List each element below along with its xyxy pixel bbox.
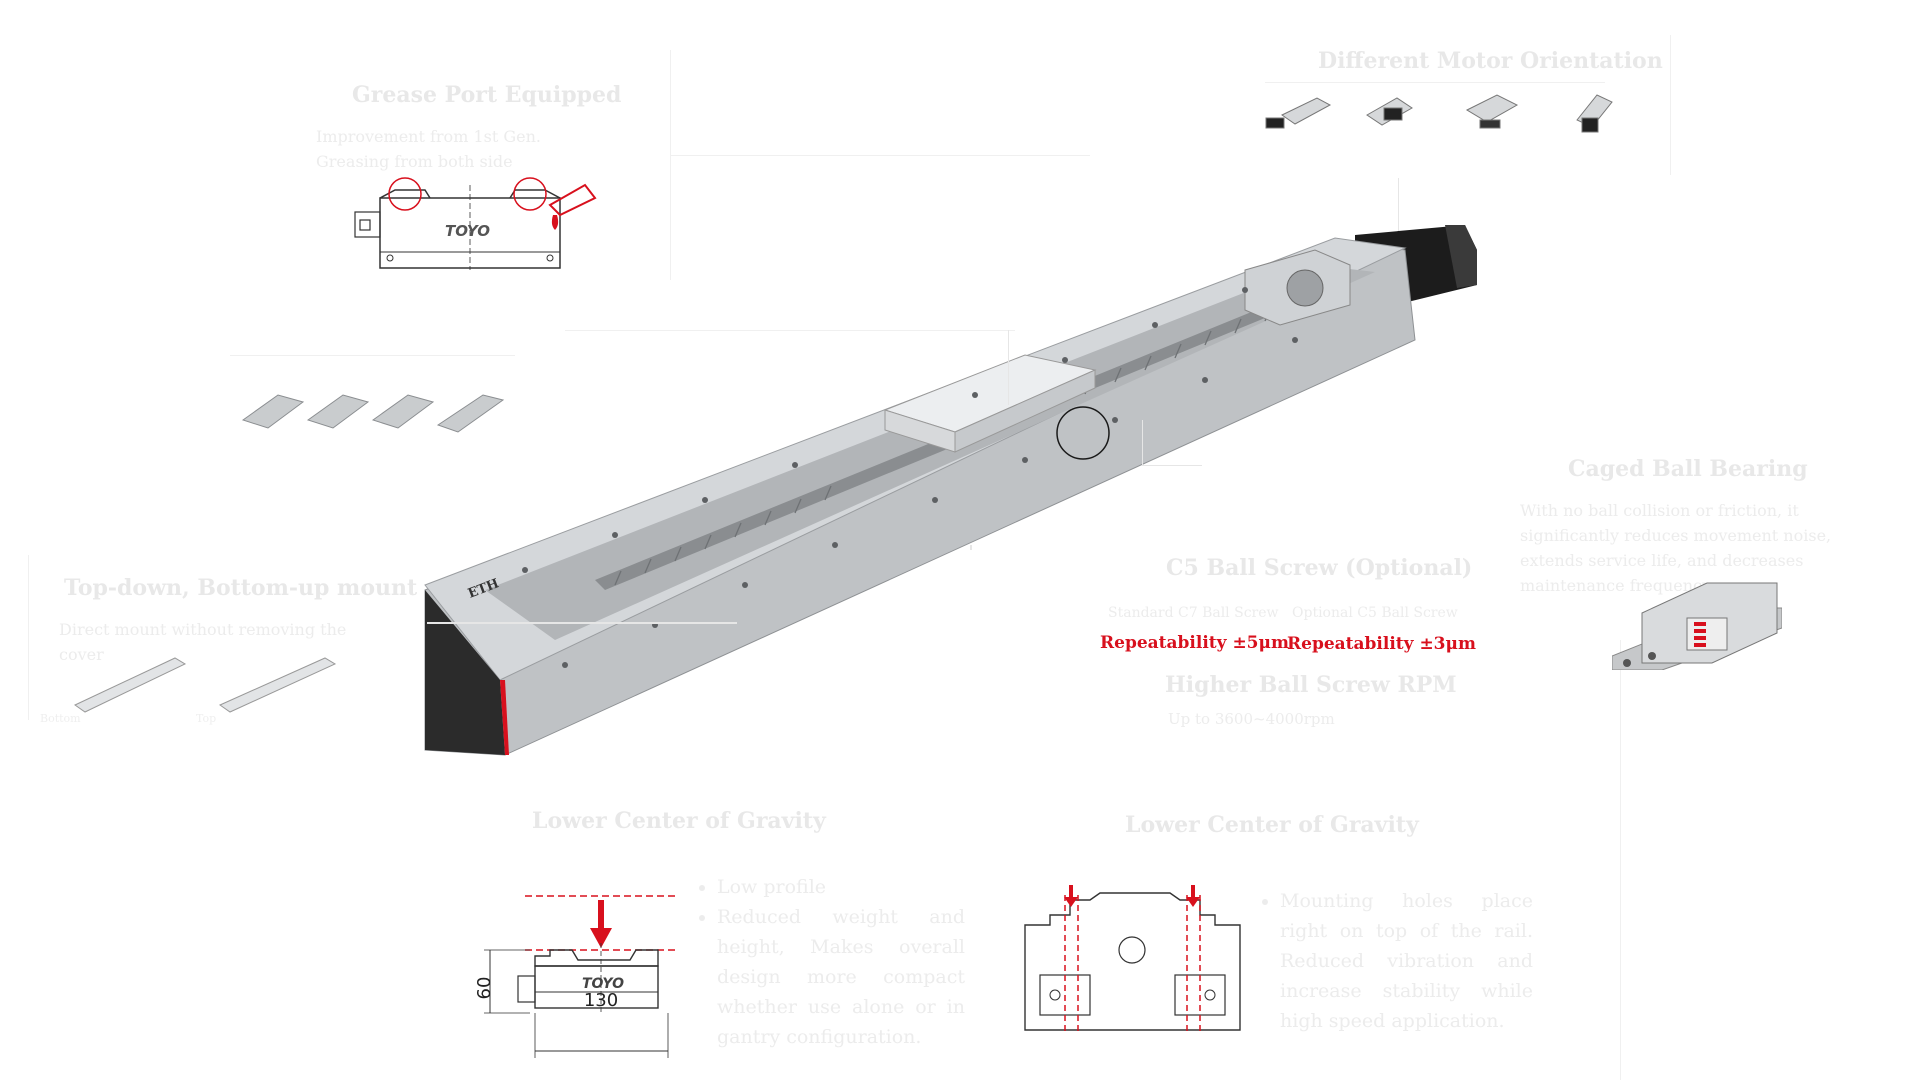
- gravity-left-bullet-1: Low profile: [717, 872, 965, 902]
- caged-bearing-image: [1612, 582, 1782, 670]
- gravity-right-bullet-1: Mounting holes place right on top of the…: [1280, 886, 1533, 1036]
- gravity-left-diagram: TOYO 60 130: [474, 895, 675, 1058]
- gravity-right-diagram: [1024, 885, 1241, 1035]
- mount-title: Top-down, Bottom-up mount: [64, 575, 418, 601]
- motor-orientation-images: [1265, 94, 1613, 133]
- callout-line: [427, 622, 737, 624]
- motor-title: Different Motor Orientation: [1318, 48, 1663, 74]
- gravity-left-bullet-2: Reduced weight and height, Makes overall…: [717, 902, 965, 1052]
- repeatability-standard: Repeatability ±5μm: [1100, 633, 1289, 653]
- mount-images: [74, 657, 337, 713]
- grease-port-diagram: TOYO: [354, 177, 597, 270]
- gravity-right-title: Lower Center of Gravity: [1125, 812, 1419, 838]
- bearing-desc: With no ball collision or friction, it s…: [1520, 501, 1832, 595]
- bearing-title: Caged Ball Bearing: [1568, 456, 1808, 482]
- grease-logo: TOYO: [445, 222, 490, 240]
- gravity-left-bullets: Low profile Reduced weight and height, M…: [695, 872, 965, 1052]
- rpm-title: Higher Ball Screw RPM: [1165, 672, 1457, 698]
- mount-label-bottom: Bottom: [40, 712, 81, 725]
- screw-title: C5 Ball Screw (Optional): [1166, 555, 1473, 581]
- repeatability-optional: Repeatability ±3μm: [1287, 634, 1476, 654]
- gravity-width-dim: 130: [584, 990, 618, 1011]
- gravity-height-dim: 60: [474, 977, 495, 1000]
- mount-label-top: Top: [196, 712, 217, 725]
- gravity-logo: TOYO: [582, 976, 624, 992]
- screw-standard-label: Standard C7 Ball Screw: [1108, 605, 1279, 621]
- mount-desc: Direct mount without removing the cover: [59, 620, 347, 664]
- actuator-variants: [241, 394, 505, 433]
- linear-actuator-image: ETH: [424, 225, 1477, 756]
- grease-title: Grease Port Equipped: [352, 82, 622, 108]
- gravity-right-bullets: Mounting holes place right on top of the…: [1258, 886, 1533, 1036]
- rpm-desc: Up to 3600~4000rpm: [1168, 710, 1335, 728]
- gravity-left-title: Lower Center of Gravity: [532, 808, 826, 834]
- grease-desc: Improvement from 1st Gen. Greasing from …: [316, 127, 541, 171]
- screw-optional-label: Optional C5 Ball Screw: [1292, 605, 1458, 621]
